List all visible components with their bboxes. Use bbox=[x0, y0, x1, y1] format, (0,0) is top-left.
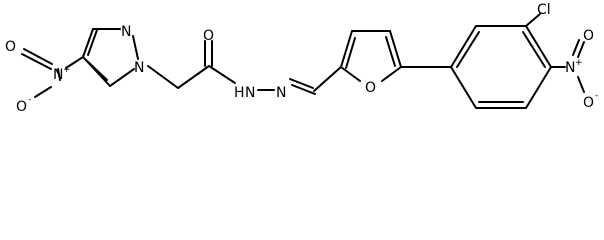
charge-minus-left: - bbox=[28, 95, 31, 105]
atom-h-hydrazide: H bbox=[234, 85, 245, 101]
atom-labels: O - N + O N N O H N N O Cl N + O O - bbox=[5, 2, 598, 115]
atom-n-hydrazide: N bbox=[245, 85, 255, 101]
atom-o-nitro-left: O bbox=[5, 39, 16, 55]
charge-plus-left: + bbox=[63, 65, 71, 75]
atom-o-nitro-left-minus: O bbox=[16, 99, 27, 115]
atom-o-carbonyl: O bbox=[203, 28, 214, 44]
atom-n-hydrazone: N bbox=[276, 85, 286, 101]
atom-o-nitro-right-minus: O bbox=[583, 95, 594, 111]
charge-minus-right: - bbox=[595, 91, 598, 101]
atom-n-pyrazole-1: N bbox=[134, 60, 144, 76]
atom-n-nitro-right: N bbox=[565, 60, 575, 76]
bonds bbox=[21, 13, 585, 109]
atom-n-pyrazole-2: N bbox=[121, 24, 131, 40]
atom-n-nitro-left: N bbox=[53, 67, 63, 83]
charge-plus-right: + bbox=[575, 58, 583, 68]
atom-cl: Cl bbox=[537, 2, 551, 18]
chemical-structure-diagram: O - N + O N N O H N N O Cl N + O O - bbox=[5, 2, 598, 115]
atom-o-nitro-right: O bbox=[583, 28, 594, 44]
atom-o-furan: O bbox=[365, 80, 376, 96]
